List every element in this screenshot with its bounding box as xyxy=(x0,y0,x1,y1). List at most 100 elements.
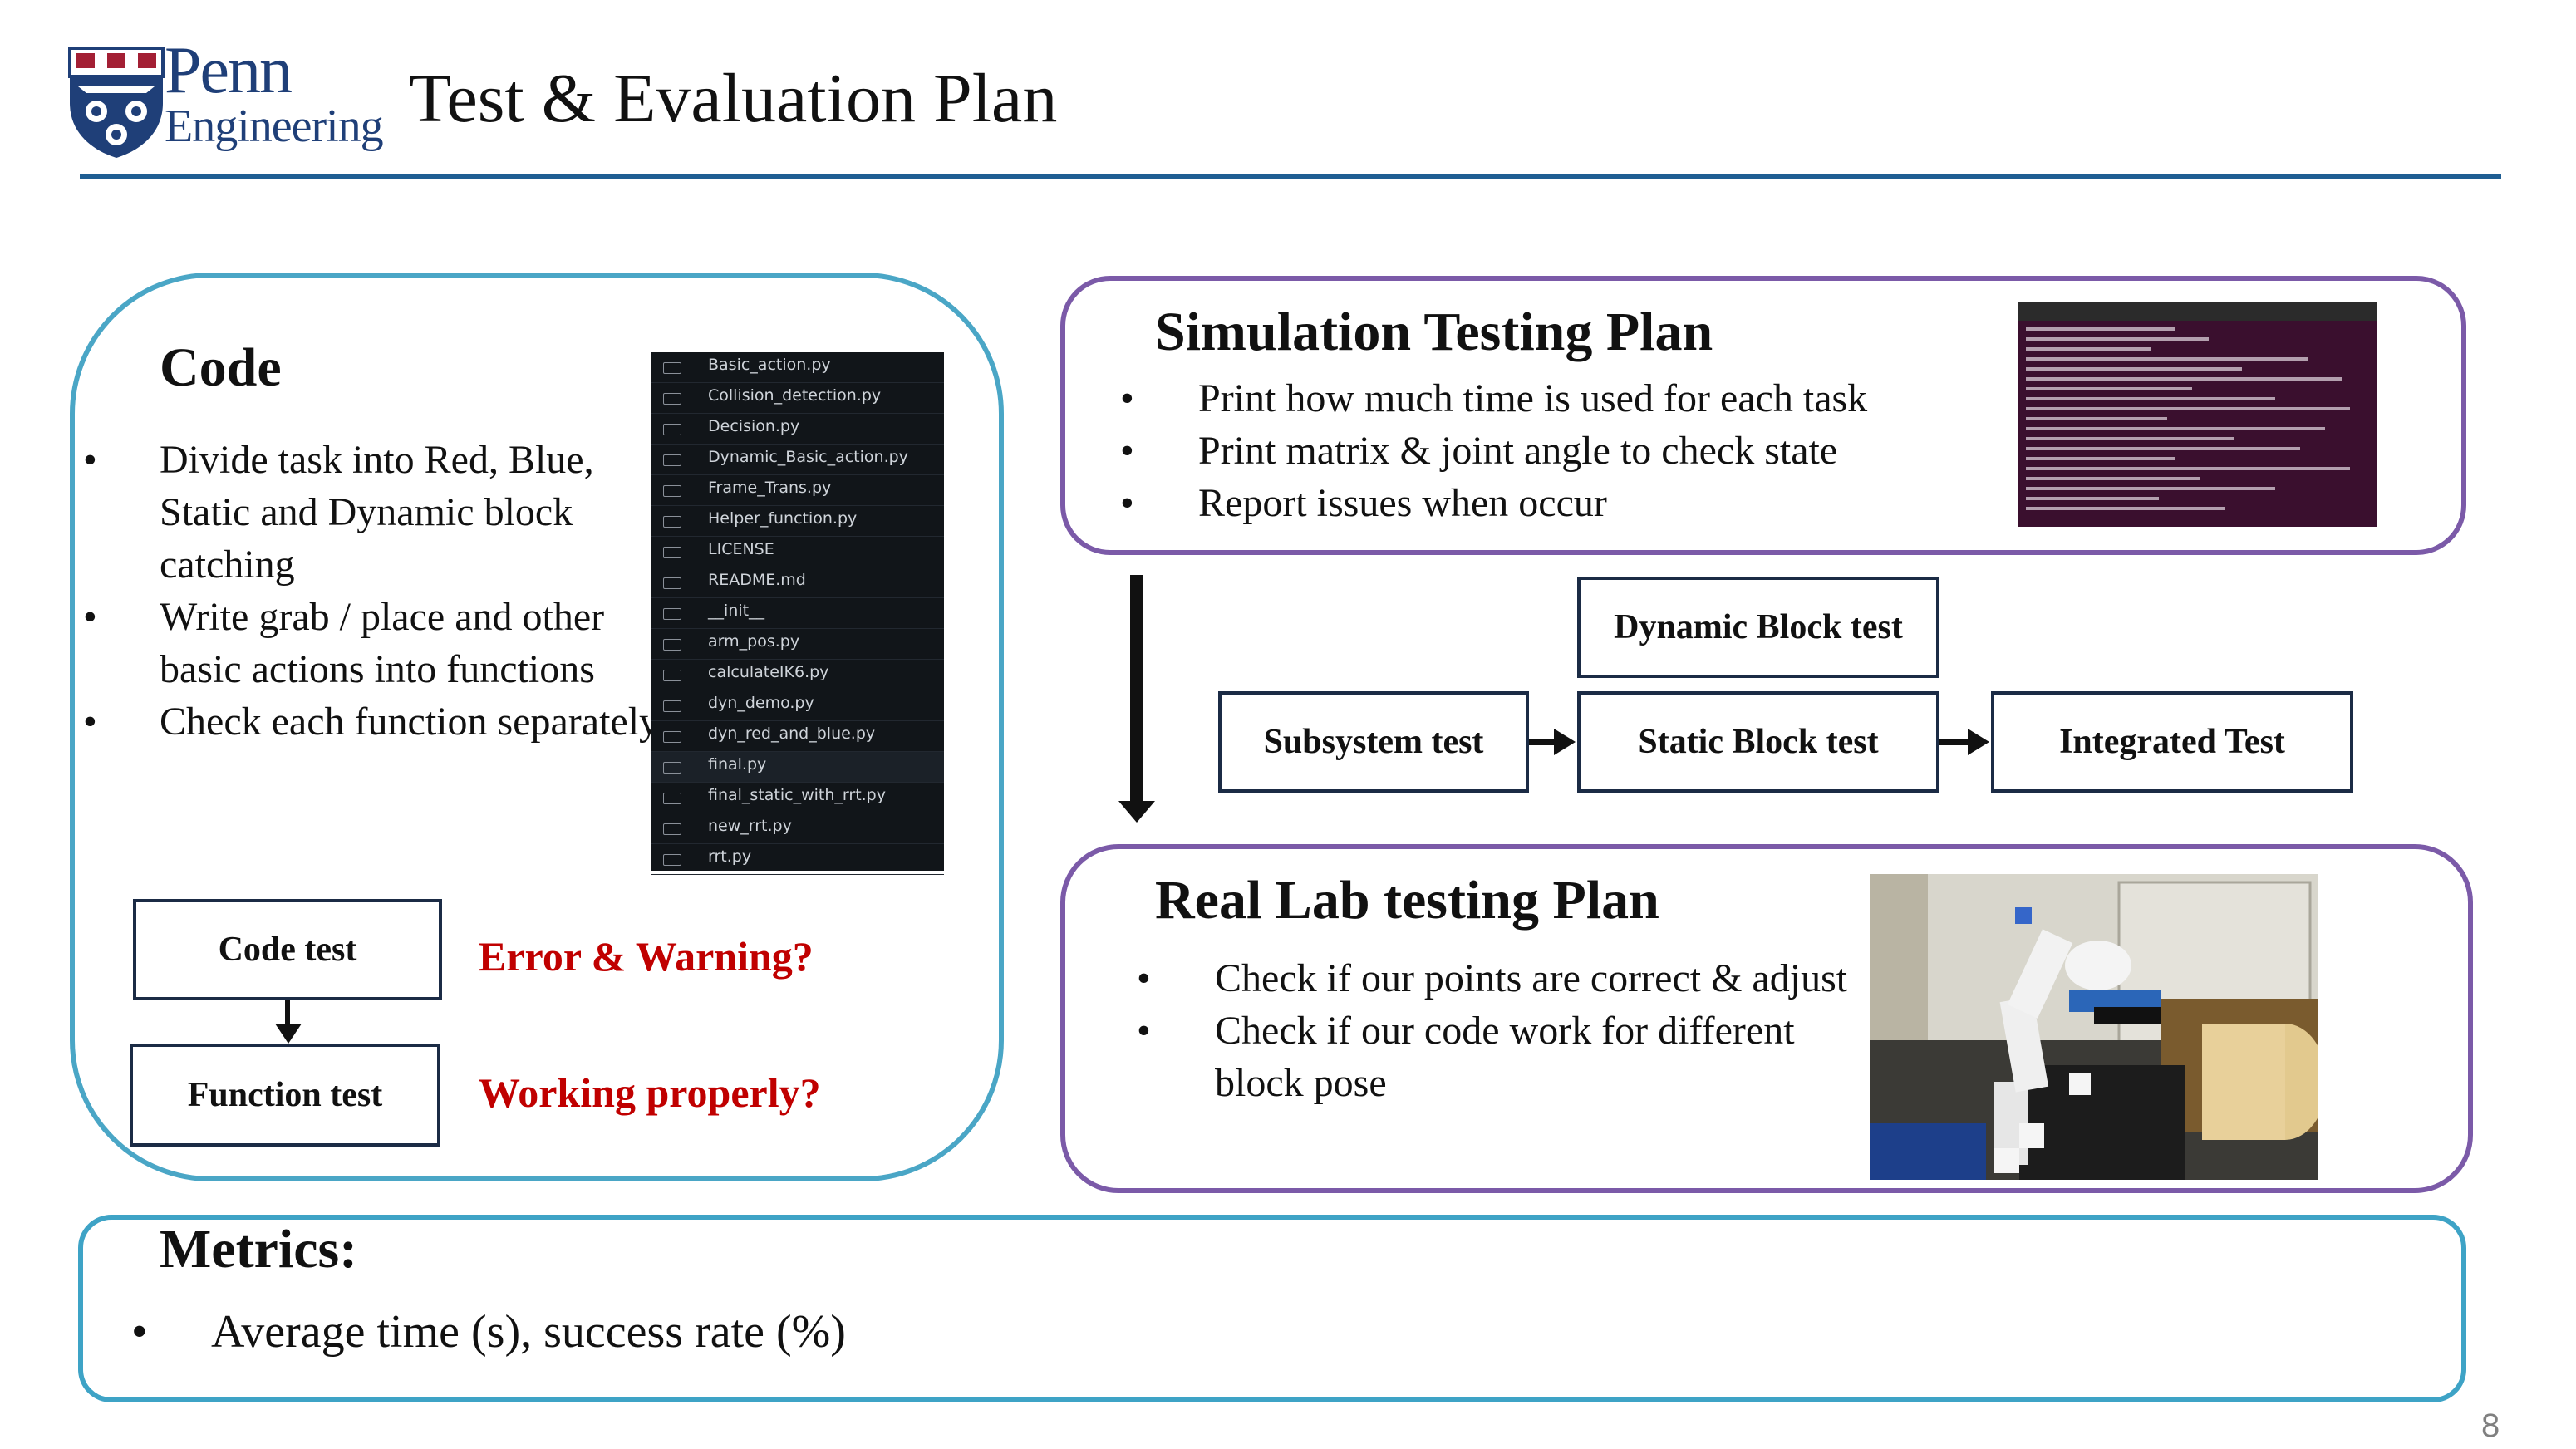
terminal-output-line xyxy=(2026,467,2350,470)
real-lab-bullet-list: Check if our points are correct & adjust… xyxy=(1133,952,1865,1109)
terminal-output-line xyxy=(2026,377,2342,381)
code-to-function-arrow xyxy=(285,1000,290,1025)
real-lab-bullet: Check if our points are correct & adjust xyxy=(1133,952,1865,1004)
file-name: LICENSE xyxy=(708,540,774,558)
file-name: final_static_with_rrt.py xyxy=(708,786,886,804)
file-name: dyn_demo.py xyxy=(708,694,814,712)
file-list-item: Basic_action.py xyxy=(651,352,944,383)
file-list-item: dyn_demo.py xyxy=(651,690,944,721)
folder-icon xyxy=(663,639,681,651)
file-list-item: final.py xyxy=(651,752,944,783)
folder-icon xyxy=(663,424,681,435)
file-list-item: Frame_Trans.py xyxy=(651,475,944,506)
terminal-output-line xyxy=(2026,387,2192,390)
page-title: Test & Evaluation Plan xyxy=(409,60,1058,137)
simulation-bullet-list: Print how much time is used for each tas… xyxy=(1117,372,2014,529)
file-name: __init__ xyxy=(708,602,765,620)
simulation-to-lab-arrow xyxy=(1130,575,1143,804)
terminal-output-line xyxy=(2026,437,2234,440)
file-list-item: dyn_red_and_blue.py xyxy=(651,721,944,752)
folder-icon xyxy=(663,485,681,497)
arrow-down-icon xyxy=(275,1024,302,1044)
penn-shield-icon xyxy=(68,47,165,158)
terminal-screenshot xyxy=(2018,302,2377,527)
file-name: README.md xyxy=(708,571,806,589)
file-list-item: Collision_detection.py xyxy=(651,383,944,414)
folder-icon xyxy=(663,700,681,712)
folder-icon xyxy=(663,731,681,743)
terminal-output-line xyxy=(2026,337,2209,341)
file-name: rrt.py xyxy=(708,847,752,866)
dynamic-block-test-box: Dynamic Block test xyxy=(1577,577,1939,678)
working-properly-question: Working properly? xyxy=(479,1069,821,1116)
folder-icon xyxy=(663,454,681,466)
simulation-bullet: Print matrix & joint angle to check stat… xyxy=(1117,425,2014,477)
simulation-heading: Simulation Testing Plan xyxy=(1155,302,1713,362)
file-list-item: arm_pos.py xyxy=(651,629,944,660)
metrics-heading: Metrics: xyxy=(160,1219,358,1280)
code-test-box: Code test xyxy=(133,899,442,1000)
terminal-output-line xyxy=(2026,357,2308,361)
logo-text-penn: Penn xyxy=(165,34,293,107)
file-name: Basic_action.py xyxy=(708,356,831,374)
file-list-item: final_static_with_rrt.py xyxy=(651,783,944,813)
folder-icon xyxy=(663,547,681,558)
terminal-titlebar xyxy=(2018,302,2377,321)
terminal-output-line xyxy=(2026,397,2275,400)
file-list-item: README.md xyxy=(651,567,944,598)
logo-text-engineering: Engineering xyxy=(165,101,384,152)
robot-arm-lab-photo xyxy=(1870,874,2318,1180)
code-bullet: Check each function separately xyxy=(80,695,661,748)
file-list-item: Decision.py xyxy=(651,414,944,445)
simulation-bullet: Print how much time is used for each tas… xyxy=(1117,372,2014,425)
terminal-output-line xyxy=(2026,487,2275,490)
file-name: Decision.py xyxy=(708,417,800,435)
function-test-box: Function test xyxy=(130,1044,440,1147)
folder-icon xyxy=(663,608,681,620)
file-name: final.py xyxy=(708,755,767,774)
static-to-integrated-arrow xyxy=(1939,739,1969,745)
folder-icon xyxy=(663,516,681,528)
file-name: Helper_function.py xyxy=(708,509,858,528)
folder-icon xyxy=(663,854,681,866)
code-bullet: Write grab / place and other basic actio… xyxy=(80,591,661,695)
file-name: Frame_Trans.py xyxy=(708,479,832,497)
simulation-bullet: Report issues when occur xyxy=(1117,477,2014,529)
file-list-item: Helper_function.py xyxy=(651,506,944,537)
code-bullet-list: Divide task into Red, Blue, Static and D… xyxy=(80,434,661,748)
real-lab-bullet: Check if our code work for different blo… xyxy=(1133,1004,1865,1109)
metrics-bullet: Average time (s), success rate (%) xyxy=(128,1303,1291,1361)
subsystem-to-static-arrow xyxy=(1529,739,1556,745)
terminal-output-line xyxy=(2026,457,2175,460)
arrow-right-icon xyxy=(1554,729,1576,755)
terminal-output-line xyxy=(2026,447,2300,450)
folder-icon xyxy=(663,577,681,589)
file-list-item: Dynamic_Basic_action.py xyxy=(651,445,944,475)
file-list-item: __init__ xyxy=(651,598,944,629)
folder-icon xyxy=(663,393,681,405)
error-warning-question: Error & Warning? xyxy=(479,933,814,980)
folder-icon xyxy=(663,793,681,804)
file-list-item: rrt.py xyxy=(651,844,944,875)
terminal-output-line xyxy=(2026,427,2325,430)
terminal-output-line xyxy=(2026,327,2175,331)
file-name: new_rrt.py xyxy=(708,817,792,835)
integrated-test-box: Integrated Test xyxy=(1991,691,2353,793)
file-name: Dynamic_Basic_action.py xyxy=(708,448,908,466)
file-name: dyn_red_and_blue.py xyxy=(708,724,876,743)
terminal-output-line xyxy=(2026,367,2242,371)
robot-arm-photo-illustration xyxy=(1870,874,2318,1180)
terminal-output-line xyxy=(2026,477,2200,480)
page-number: 8 xyxy=(2481,1407,2500,1444)
folder-icon xyxy=(663,670,681,681)
file-list-item: calculateIK6.py xyxy=(651,660,944,690)
terminal-output-line xyxy=(2026,347,2151,351)
terminal-output-line xyxy=(2026,407,2350,410)
penn-engineering-logo: Penn Engineering xyxy=(66,34,384,166)
folder-icon xyxy=(663,362,681,374)
terminal-output-line xyxy=(2026,497,2159,500)
file-list-item: LICENSE xyxy=(651,537,944,567)
file-name: calculateIK6.py xyxy=(708,663,829,681)
file-name: Collision_detection.py xyxy=(708,386,882,405)
